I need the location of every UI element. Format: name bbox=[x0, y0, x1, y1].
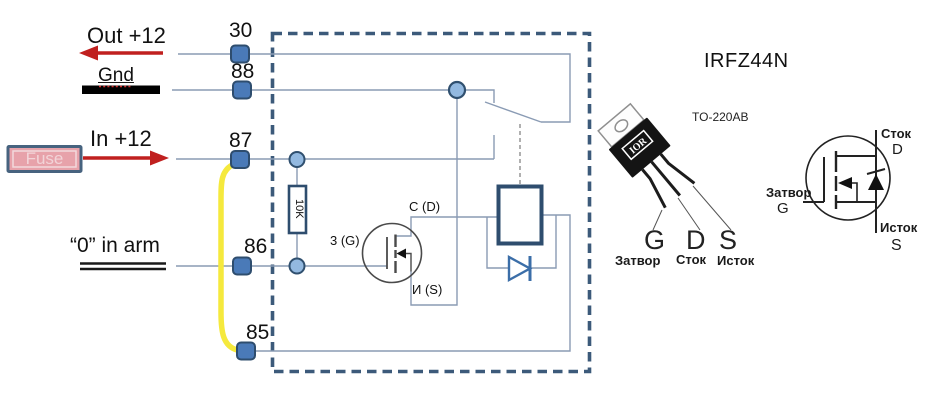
mosfet-symbol-right bbox=[803, 130, 891, 233]
wire-drain-to-coil bbox=[395, 216, 498, 237]
gnd-bar bbox=[82, 85, 160, 94]
switch-upper-contact bbox=[457, 89, 495, 103]
callout-line-s bbox=[692, 185, 732, 231]
symbol-source-name: Исток bbox=[880, 220, 918, 235]
terminal-label-86: 86 bbox=[244, 235, 268, 258]
transistor-title: IRFZ44N bbox=[704, 50, 789, 72]
junction-gnd bbox=[447, 80, 467, 100]
in-12-label: In +12 bbox=[90, 126, 152, 151]
callout-line-d bbox=[677, 197, 701, 231]
pin-letter-s: S bbox=[719, 225, 738, 255]
symbol-drain-letter: D bbox=[892, 141, 903, 158]
fuse-inner-outline bbox=[12, 150, 77, 168]
to220-legs bbox=[641, 153, 696, 209]
to220-logo-box bbox=[621, 129, 654, 161]
terminal-square-88 bbox=[232, 80, 252, 100]
relay-enclosure-dashed-box bbox=[270, 31, 592, 374]
yellow-jumper-wire bbox=[218, 161, 240, 353]
to220-leg-g bbox=[641, 168, 667, 209]
relay-coil-box bbox=[496, 184, 544, 246]
terminal-label-85: 85 bbox=[246, 321, 270, 344]
fuse-body bbox=[6, 145, 83, 173]
mosfet-body-connector bbox=[406, 252, 412, 272]
mosfet-symbol-circle bbox=[805, 135, 891, 221]
mosfet-arrow bbox=[396, 248, 406, 259]
out-12-label: Out +12 bbox=[87, 23, 166, 48]
package-label: TO-220AB bbox=[692, 110, 749, 124]
wire-flyback-branch bbox=[486, 215, 557, 269]
terminal-square-85 bbox=[236, 341, 256, 361]
mosfet-source-label: И (S) bbox=[412, 282, 443, 297]
pin-letter-g: G bbox=[644, 225, 666, 255]
wire-30-out bbox=[178, 53, 571, 123]
symbol-drain-name: Сток bbox=[881, 126, 912, 141]
flyback-diode-triangle bbox=[507, 254, 533, 283]
callout-line-g bbox=[652, 209, 663, 231]
pin-name-g: Затвор bbox=[615, 253, 661, 268]
terminal-label-30: 30 bbox=[229, 19, 253, 42]
to220-package-drawing: IOR bbox=[597, 102, 696, 209]
body-diode-cathode-bar bbox=[866, 168, 886, 175]
body-diode-triangle bbox=[868, 174, 884, 190]
terminal-square-87 bbox=[230, 150, 250, 169]
symbol-gate-letter: G bbox=[777, 200, 789, 217]
junction-87 bbox=[288, 151, 306, 168]
out-arrowhead-icon bbox=[79, 45, 98, 61]
to220-mounting-hole bbox=[614, 119, 629, 133]
fuse-label: Fuse bbox=[25, 149, 64, 168]
mosfet-drain-label: C (D) bbox=[409, 199, 441, 214]
terminal-square-86 bbox=[232, 256, 252, 276]
junction-86 bbox=[288, 257, 306, 275]
terminal-label-87: 87 bbox=[229, 129, 253, 152]
pin-letter-d: D bbox=[686, 225, 706, 255]
pin-name-s: Исток bbox=[717, 253, 755, 268]
zero-in-arm-label: “0” in arm bbox=[70, 234, 160, 257]
terminal-label-88: 88 bbox=[231, 60, 255, 83]
in-arrowhead-icon bbox=[150, 150, 169, 166]
switch-blade bbox=[484, 101, 542, 123]
terminal-square-30 bbox=[230, 44, 250, 64]
gnd-label: Gnd bbox=[98, 65, 134, 86]
symbol-source-letter: S bbox=[891, 237, 902, 254]
resistor-value-label: 10K bbox=[292, 198, 305, 219]
resistor-10k-body bbox=[287, 184, 308, 235]
mosfet-symbol-body-link bbox=[852, 182, 858, 202]
mosfet-symbol-arrow bbox=[838, 177, 852, 189]
to220-leg-s bbox=[659, 153, 696, 185]
zero-double-underline bbox=[80, 262, 166, 271]
pin-name-d: Сток bbox=[676, 252, 707, 267]
mosfet-symbol-inbox bbox=[361, 222, 423, 284]
mosfet-circle bbox=[361, 222, 423, 284]
mosfet-gate-label: 3 (G) bbox=[330, 233, 360, 248]
mosfet-symbol-gate bbox=[803, 157, 825, 203]
symbol-gate-name: Затвор bbox=[766, 185, 812, 200]
to220-leg-d bbox=[650, 160, 682, 197]
to220-black-body bbox=[609, 117, 671, 178]
wire-source-to-gnd bbox=[410, 90, 458, 306]
